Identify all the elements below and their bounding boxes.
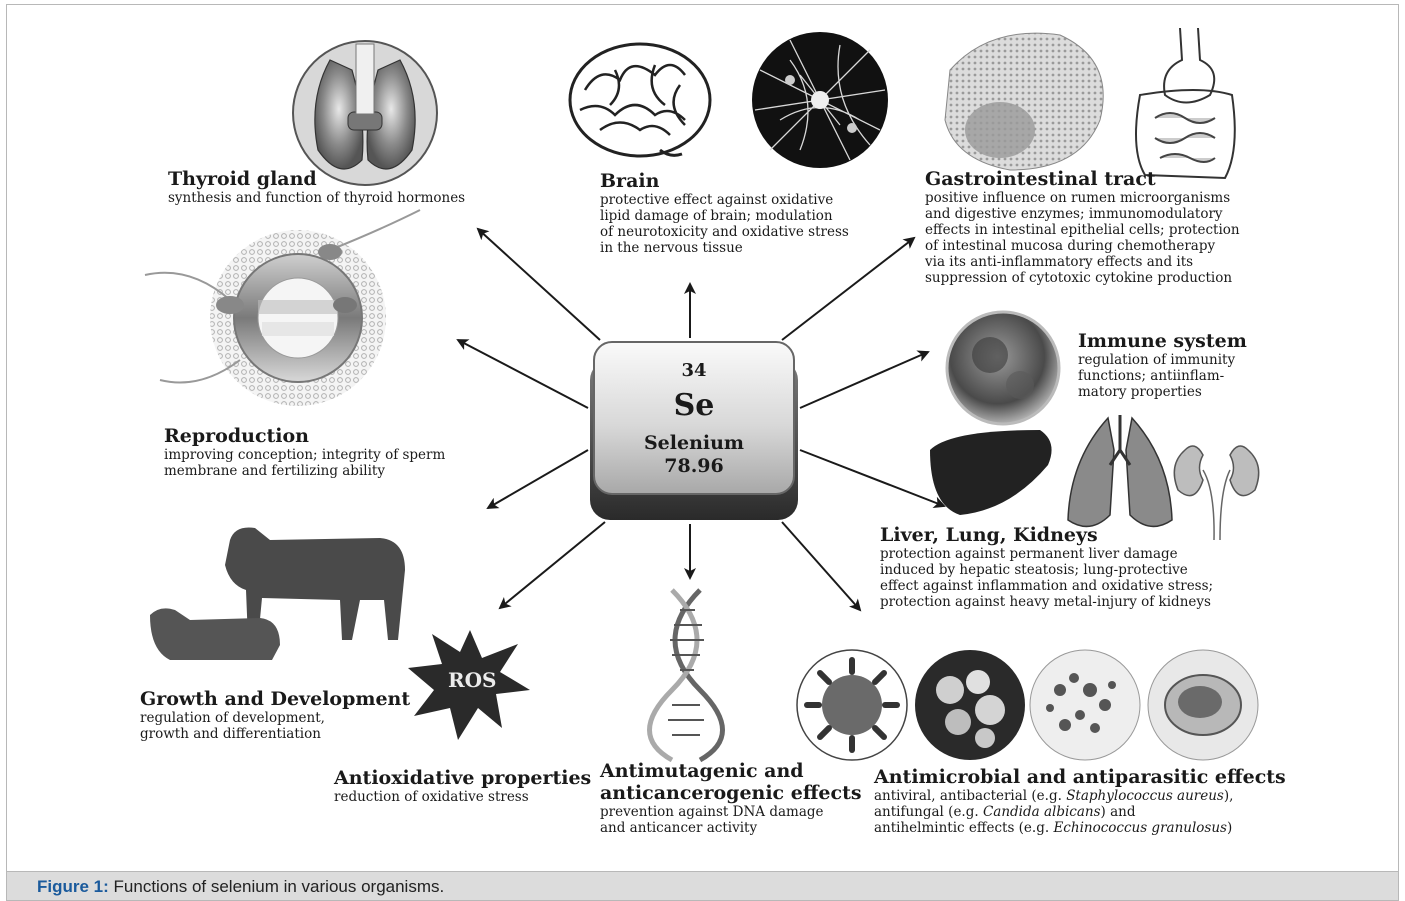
gastro-section: Gastrointestinal tract positive influenc…	[925, 168, 1240, 286]
dna-helix-illustration	[650, 590, 723, 760]
caption-text: Functions of selenium in various organis…	[109, 877, 444, 896]
antimicro-heading: Antimicrobial and antiparasitic effects	[874, 766, 1286, 788]
parasite-illustration	[1148, 650, 1258, 760]
bacteria-illustration	[915, 650, 1025, 760]
brain-heading: Brain	[600, 170, 849, 192]
antimut-line: and anticancer activity	[600, 820, 862, 836]
antimicro-description: antiviral, antibacterial (e.g. Staphyloc…	[874, 788, 1286, 836]
immune-cell-illustration	[947, 312, 1059, 424]
neuron-network-illustration	[752, 32, 888, 168]
gastro-description: positive influence on rumen microorganis…	[925, 190, 1240, 286]
brain-section: Brain protective effect against oxidativ…	[600, 170, 849, 256]
gastro-heading: Gastrointestinal tract	[925, 168, 1240, 190]
organs-line: induced by hepatic steatosis; lung-prote…	[880, 562, 1213, 578]
immune-heading: Immune system	[1078, 330, 1247, 352]
growth-description: regulation of development, growth and di…	[140, 710, 410, 742]
gastro-line: and digestive enzymes; immunomodulatory	[925, 206, 1240, 222]
organs-section: Liver, Lung, Kidneys protection against …	[880, 524, 1213, 610]
atomic-mass: 78.96	[588, 455, 800, 477]
gastro-line: effects in intestinal epithelial cells; …	[925, 222, 1240, 238]
brain-description: protective effect against oxidative lipi…	[600, 192, 849, 256]
organs-line: protection against heavy metal-injury of…	[880, 594, 1213, 610]
organs-description: protection against permanent liver damag…	[880, 546, 1213, 610]
reproduction-description: improving conception; integrity of sperm…	[164, 447, 445, 479]
antimicro-text: antifungal (e.g.	[874, 804, 983, 820]
growth-heading: Growth and Development	[140, 688, 410, 710]
antimut-heading-2: anticancerogenic effects	[600, 782, 862, 804]
immune-line: regulation of immunity	[1078, 352, 1247, 368]
organism-name: Candida albicans	[983, 804, 1101, 820]
brain-line: of neurotoxicity and oxidative stress	[600, 224, 849, 240]
antiox-heading: Antioxidative properties	[334, 767, 591, 789]
ros-label: ROS	[448, 668, 497, 692]
fungi-illustration	[1030, 650, 1140, 760]
element-name: Selenium	[588, 432, 800, 454]
brain-line: lipid damage of brain; modulation	[600, 208, 849, 224]
element-tile-selenium: 34 Se Selenium 78.96	[588, 338, 800, 524]
reproduction-line: improving conception; integrity of sperm	[164, 447, 445, 463]
thyroid-gland-illustration	[293, 41, 437, 185]
organs-line: effect against inflammation and oxidativ…	[880, 578, 1213, 594]
antiox-description: reduction of oxidative stress	[334, 789, 591, 805]
immune-line: functions; antiinflam-	[1078, 368, 1247, 384]
antimicro-line-2: antifungal (e.g. Candida albicans) and	[874, 804, 1286, 820]
sperm-egg-illustration	[145, 210, 420, 406]
cattle-illustration	[150, 528, 405, 661]
growth-line: regulation of development,	[140, 710, 410, 726]
growth-section: Growth and Development regulation of dev…	[140, 688, 410, 742]
reproduction-section: Reproduction improving conception; integ…	[164, 425, 445, 479]
antimicro-text: ),	[1224, 788, 1234, 804]
lungs-illustration	[1068, 415, 1172, 526]
antiox-line: reduction of oxidative stress	[334, 789, 591, 805]
organism-name: Staphylococcus aureus	[1066, 788, 1224, 804]
antimicro-line-1: antiviral, antibacterial (e.g. Staphyloc…	[874, 788, 1286, 804]
reproduction-heading: Reproduction	[164, 425, 445, 447]
figure-caption: Figure 1: Functions of selenium in vario…	[6, 872, 1399, 901]
brain-illustration	[570, 44, 710, 156]
antimicro-line-3: antihelmintic effects (e.g. Echinococcus…	[874, 820, 1286, 836]
gastro-line: positive influence on rumen microorganis…	[925, 190, 1240, 206]
immune-line: matory properties	[1078, 384, 1247, 400]
antiox-section: Antioxidative properties reduction of ox…	[334, 767, 591, 805]
antimicro-text: ) and	[1101, 804, 1136, 820]
element-symbol: Se	[588, 388, 800, 423]
antimut-section: Antimutagenic and anticancerogenic effec…	[600, 760, 862, 836]
thyroid-heading: Thyroid gland	[168, 168, 465, 190]
brain-line: in the nervous tissue	[600, 240, 849, 256]
growth-line: growth and differentiation	[140, 726, 410, 742]
thyroid-line: synthesis and function of thyroid hormon…	[168, 190, 465, 206]
gastro-line: of intestinal mucosa during chemotherapy	[925, 238, 1240, 254]
organs-heading: Liver, Lung, Kidneys	[880, 524, 1213, 546]
stomach-illustration	[945, 33, 1103, 170]
antimicro-section: Antimicrobial and antiparasitic effects …	[874, 766, 1286, 836]
antimut-description: prevention against DNA damage and antica…	[600, 804, 862, 836]
organs-line: protection against permanent liver damag…	[880, 546, 1213, 562]
liver-illustration	[930, 430, 1052, 515]
antimicro-text: antiviral, antibacterial (e.g.	[874, 788, 1066, 804]
gastro-line: via its anti-inflammatory effects and it…	[925, 254, 1240, 270]
antimut-heading-1: Antimutagenic and	[600, 760, 862, 782]
gastro-line: suppression of cytotoxic cytokine produc…	[925, 270, 1240, 286]
reproduction-line: membrane and fertilizing ability	[164, 463, 445, 479]
thyroid-section: Thyroid gland synthesis and function of …	[168, 168, 465, 206]
thyroid-description: synthesis and function of thyroid hormon…	[168, 190, 465, 206]
immune-section: Immune system regulation of immunity fun…	[1078, 330, 1247, 400]
caption-label: Figure 1:	[37, 877, 109, 896]
virus-illustration	[797, 650, 907, 760]
antimicro-text: antihelmintic effects (e.g.	[874, 820, 1053, 836]
atomic-number: 34	[588, 360, 800, 381]
organism-name: Echinococcus granulosus	[1053, 820, 1227, 836]
antimut-line: prevention against DNA damage	[600, 804, 862, 820]
immune-description: regulation of immunity functions; antiin…	[1078, 352, 1247, 400]
brain-line: protective effect against oxidative	[600, 192, 849, 208]
antimicro-text: )	[1227, 820, 1232, 836]
digestive-tract-illustration	[1136, 28, 1235, 178]
